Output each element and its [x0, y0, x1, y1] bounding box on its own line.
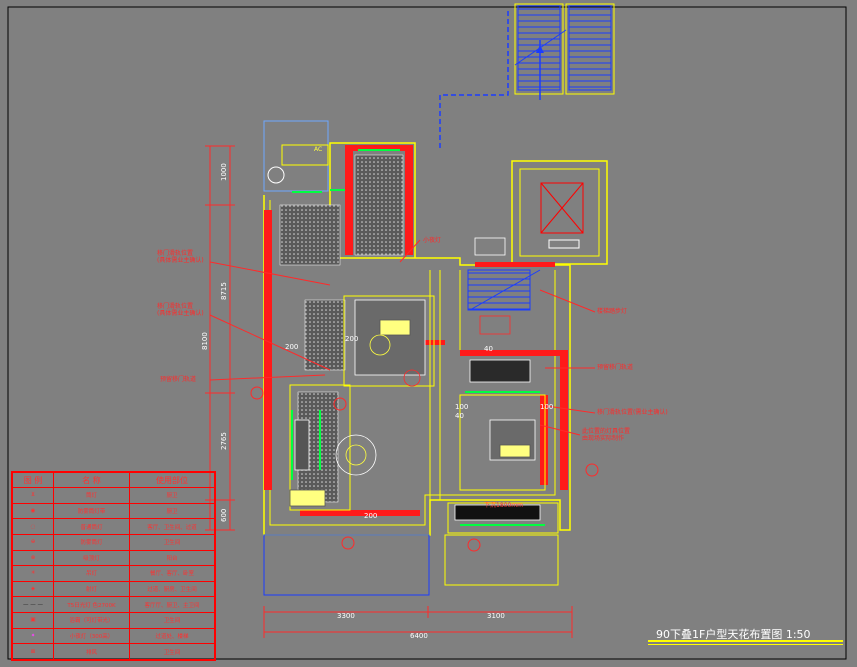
legend-row: ⊻筒灯厨卫 — [12, 487, 215, 504]
wall-sections — [264, 145, 568, 516]
title-underline-thin — [648, 644, 843, 645]
legend-row: ⊠排风卫生间 — [12, 643, 215, 660]
bathroom-left — [279, 204, 341, 266]
room-dim-6: 40 — [484, 345, 493, 353]
elevator-shaft — [511, 160, 608, 265]
callout-door-track-1: 预留移门轨道 — [160, 376, 197, 383]
legend-use: 过道处、楼梯 — [129, 627, 215, 645]
normal-downlight-icon: ◌ — [12, 518, 54, 535]
callout-leaders — [209, 146, 596, 633]
section-markers — [250, 386, 599, 552]
fog-light-strip-icon: ◉ — [12, 502, 54, 520]
legend-table: 图 例 名 称 使用部位 ⊻筒灯厨卫 ◉防雾筒灯带厨卫 ◌普通筒灯客厅、卫生间、… — [11, 471, 216, 661]
legend-header-use: 使用部位 — [129, 472, 215, 488]
upper-stair — [514, 3, 615, 100]
legend-use: 卫生间 — [129, 612, 215, 629]
room-dim-7: 40 — [455, 412, 464, 420]
callout-stair-light: 楼梯踏步灯 — [597, 308, 628, 315]
dim-bottom-total: 6400 — [410, 632, 428, 640]
legend-use: 厨卫 — [129, 487, 215, 504]
ac-label: AC — [314, 146, 323, 153]
legend-use: 卫生间 — [129, 533, 215, 551]
legend-use: 客厅、卫生间、过道 — [129, 518, 215, 535]
drawing-title: 90下叠1F户型天花布置图 1:50 — [656, 628, 811, 641]
callout-sliding-door-3: 移门滑轨位置(需业主确认) — [597, 409, 668, 416]
legend-header-name: 名 称 — [53, 472, 130, 488]
dim-left-600: 600 — [220, 508, 228, 522]
partitions — [263, 270, 559, 596]
pipe-route — [439, 10, 509, 148]
legend-row: ◉防雾筒灯带厨卫 — [12, 502, 215, 520]
callout-sliding-door-1: 移门滑轨位置(具体需业主确认) — [157, 250, 204, 264]
pendant-light-icon: ✳ — [12, 565, 54, 582]
legend-row: ⊕防雾筒灯卫生间 — [12, 533, 215, 551]
dim-bottom-left: 3300 — [337, 612, 355, 620]
spotlight-icon: ◈ — [12, 580, 54, 598]
dim-left-8715: 8715 — [220, 282, 228, 300]
room-dim-3: 200 — [364, 512, 378, 520]
callout-light-position: 此位置的灯具位置由现场实际制作 — [582, 428, 631, 442]
title-underline — [648, 640, 843, 642]
legend-name: 射灯 — [53, 580, 130, 598]
legend-use: 卫生间 — [129, 643, 215, 660]
legend-header-symbol: 图 例 — [12, 472, 54, 488]
legend-row: ✳吊灯餐厅、客厅、卧室 — [12, 565, 215, 582]
dim-bottom-right: 3100 — [487, 612, 505, 620]
legend-name: 普通筒灯 — [53, 518, 130, 535]
ceiling-light-icon: ⊗ — [12, 549, 54, 567]
night-light-icon: ✦ — [12, 627, 54, 645]
sheet-border — [7, 6, 847, 660]
dim-left-1000: 1000 — [220, 163, 228, 181]
legend-name: 筒灯 — [53, 487, 130, 504]
downlight-icon: ⊻ — [12, 487, 54, 504]
legend-row: ✦小夜灯（300高）过道处、楼梯 — [12, 627, 215, 645]
legend-use: 阳台 — [129, 549, 215, 567]
legend-name: 浴霸（可灯带光） — [53, 612, 130, 629]
exhaust-fan-icon: ⊠ — [12, 643, 54, 660]
callout-door-track-2: 预留移门轨道 — [597, 364, 634, 371]
dimension-ticks — [205, 145, 573, 638]
callout-night-light: 小夜灯 — [423, 237, 442, 244]
title-block: 90下叠1F户型天花布置图 1:50 — [648, 625, 843, 647]
light-strips — [291, 149, 545, 526]
corridor-ceiling — [304, 299, 346, 371]
dim-left-2765: 2765 — [220, 432, 228, 450]
legend-row: ⊗吸顶灯阳台 — [12, 549, 215, 567]
legend-name: 防雾筒灯带 — [53, 502, 130, 520]
legend-row: ▣浴霸（可灯带光）卫生间 — [12, 612, 215, 629]
room-dim-5: 100 — [540, 403, 554, 411]
ac-unit — [281, 144, 329, 166]
dim-left-total: 8100 — [201, 332, 209, 350]
bathroom-upper — [354, 154, 404, 256]
room-dim-4: 100 — [455, 403, 469, 411]
furniture — [289, 237, 541, 521]
bath-heater-icon: ▣ — [12, 612, 54, 629]
ac-fan-icon — [267, 166, 285, 184]
callout-sunken: 下沉1800mm — [484, 502, 523, 509]
legend-name: 小夜灯（300高） — [53, 627, 130, 645]
legend-name: 防雾筒灯 — [53, 533, 130, 551]
room-dim-2: 200 — [285, 343, 299, 351]
ac-platform — [263, 120, 329, 192]
legend-use: 过道、厨房、卫生间 — [129, 580, 215, 598]
legend-row: ◈射灯过道、厨房、卫生间 — [12, 580, 215, 598]
legend-use: 客厅厅、厨卫、主卫间 — [129, 596, 215, 613]
legend-name: 排风 — [53, 643, 130, 660]
t5-tube-icon: — — — — [12, 596, 54, 613]
room-dim-1: 200 — [345, 335, 359, 343]
legend-use: 餐厅、客厅、卧室 — [129, 565, 215, 582]
internal-stair — [467, 269, 541, 311]
legend-row: ◌普通筒灯客厅、卫生间、过道 — [12, 518, 215, 535]
legend-name: T5日光灯 色2700K — [53, 596, 130, 613]
fog-downlight-icon: ⊕ — [12, 533, 54, 551]
callout-sliding-door-2: 移门滑轨位置(具体需业主确认) — [157, 303, 204, 317]
legend-name: 吸顶灯 — [53, 549, 130, 567]
legend-use: 厨卫 — [129, 502, 215, 520]
legend-name: 吊灯 — [53, 565, 130, 582]
